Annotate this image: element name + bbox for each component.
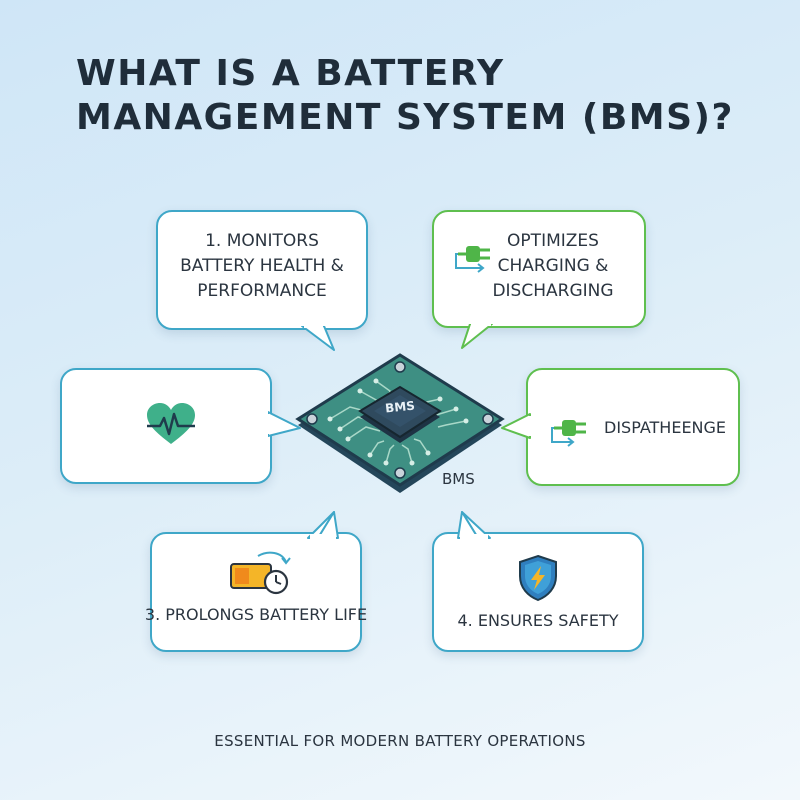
battery-clock-icon: [230, 551, 291, 595]
monitors-line-1: 1. MONITORS: [205, 231, 319, 251]
heart-pulse-icon: [147, 403, 195, 444]
bms-caption: BMS: [442, 470, 475, 488]
plug-arrow-icon: [455, 246, 490, 273]
dispatch-bubble-tail: [501, 413, 532, 439]
title-line-1: WHAT IS A BATTERY: [76, 53, 505, 94]
safety-label: 4. ENSURES SAFETY: [457, 611, 619, 630]
optimizes-text: OPTIMIZES CHARGING & DISCHARGING: [488, 229, 618, 304]
optimizes-bubble-tail: [461, 324, 493, 349]
optimizes-line-1: OPTIMIZES: [507, 231, 599, 251]
page-title: WHAT IS A BATTERY MANAGEMENT SYSTEM (BMS…: [76, 52, 756, 140]
prolongs-bubble-tail: [307, 511, 339, 540]
bms-chip: BMS: [290, 345, 510, 505]
monitors-bubble: [156, 210, 368, 330]
optimizes-line-3: DISCHARGING: [492, 281, 614, 301]
monitors-line-2: BATTERY HEALTH &: [180, 256, 344, 276]
monitors-bubble-tail: [301, 326, 335, 351]
optimizes-bubble: [432, 210, 646, 328]
monitors-line-3: PERFORMANCE: [197, 281, 327, 301]
prolongs-label: 3. PROLONGS BATTERY LIFE: [144, 605, 368, 624]
safety-bubble-tail: [457, 511, 491, 540]
dispatch-plug-icon: [551, 420, 586, 447]
prolongs-bubble: [150, 532, 362, 652]
optimizes-line-2: CHARGING &: [497, 256, 609, 276]
title-line-2: MANAGEMENT SYSTEM (BMS)?: [76, 97, 734, 138]
dispatch-label: DISPATHEENGE: [604, 418, 727, 437]
footer-tagline: ESSENTIAL FOR MODERN BATTERY OPERATIONS: [214, 732, 586, 750]
monitors-text: 1. MONITORS BATTERY HEALTH & PERFORMANCE: [156, 229, 368, 304]
health-bubble-tail: [268, 411, 301, 437]
shield-bolt-icon: [519, 554, 557, 602]
bms-chip-graphic: [295, 353, 505, 493]
